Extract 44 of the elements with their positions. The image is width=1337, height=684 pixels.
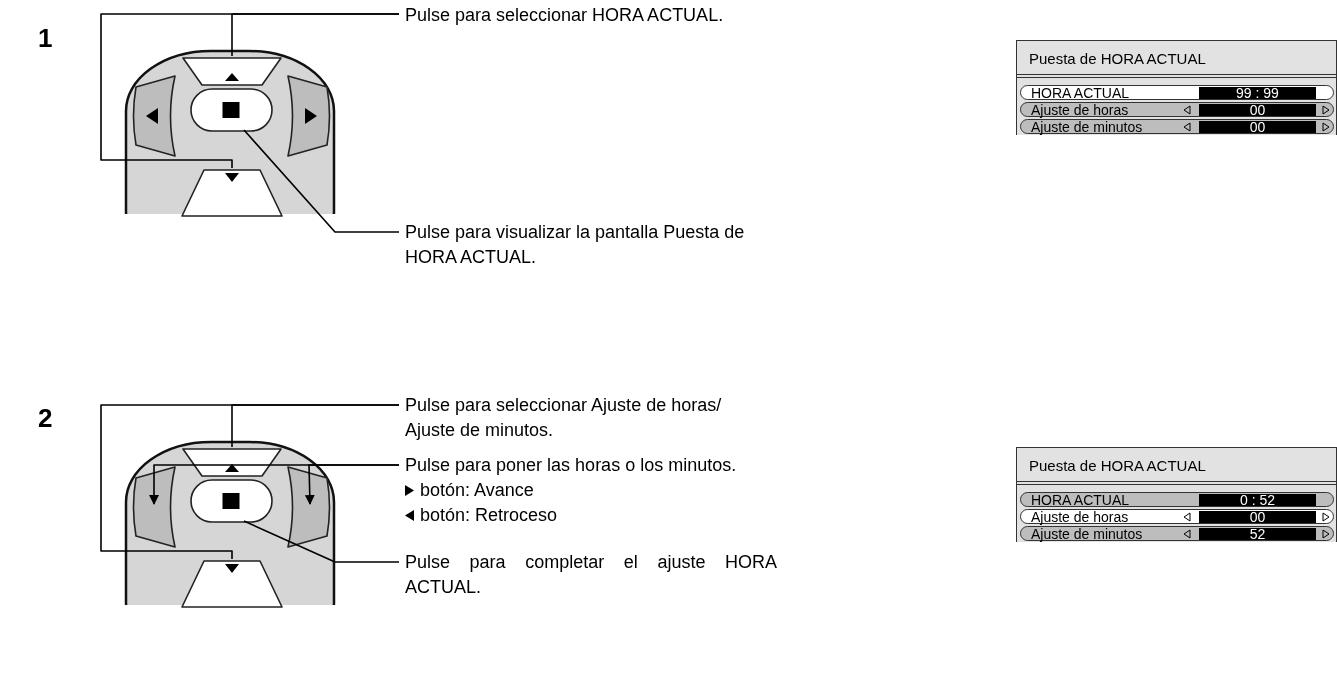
center-button xyxy=(190,88,273,132)
up-button xyxy=(180,56,284,86)
value-display: 99 : 99 xyxy=(1199,87,1316,99)
selected-menu-row xyxy=(1020,85,1334,100)
left-button xyxy=(130,464,178,549)
menu-row xyxy=(1020,492,1334,507)
leader-line xyxy=(243,520,400,563)
row-label: HORA ACTUAL xyxy=(1031,86,1130,100)
instruction-text: Pulse para seleccionar HORA ACTUAL. xyxy=(405,4,724,27)
value-display: 00 xyxy=(1199,121,1316,133)
row-label: Ajuste de horas xyxy=(1031,510,1129,524)
instruction-text: Pulse para poner las horas o los minutos. xyxy=(405,454,737,477)
center-button xyxy=(190,479,273,523)
row-label: Ajuste de minutos xyxy=(1031,120,1143,134)
menu-row xyxy=(1020,526,1334,541)
value-display: 00 xyxy=(1199,511,1316,523)
menu-row xyxy=(1020,119,1334,134)
menu-row xyxy=(1020,102,1334,117)
leader-arrow xyxy=(304,464,400,505)
step-number: 2 xyxy=(38,404,53,432)
leader-line xyxy=(100,404,400,560)
row-label: Ajuste de minutos xyxy=(1031,527,1143,541)
value-display: 00 xyxy=(1199,104,1316,116)
instruction-text: Pulse para seleccionar Ajuste de horas/ Ajuste de minutos. xyxy=(405,394,723,442)
instruction-text: botón: Avance xyxy=(420,479,534,502)
row-label: HORA ACTUAL xyxy=(1031,493,1130,507)
leader-line xyxy=(243,129,400,233)
up-button xyxy=(180,447,284,477)
menu-panel xyxy=(1016,447,1337,542)
step-number: 1 xyxy=(38,24,53,52)
instruction-text: Pulse para completar el ajuste HORA ACTUAL. xyxy=(405,551,777,599)
instruction-text: Pulse para visualizar la pantalla Puesta de HORA ACTUAL. xyxy=(405,221,746,269)
leader-line xyxy=(100,13,400,169)
right-button xyxy=(285,73,333,158)
selected-menu-row xyxy=(1020,509,1334,524)
value-display: 52 xyxy=(1199,528,1316,540)
row-label: Ajuste de horas xyxy=(1031,103,1129,117)
value-display: 0 : 52 xyxy=(1199,494,1316,506)
right-button xyxy=(285,464,333,549)
menu-title: Puesta de HORA ACTUAL xyxy=(1029,457,1206,475)
menu-title: Puesta de HORA ACTUAL xyxy=(1029,50,1206,68)
left-button xyxy=(130,73,178,158)
instruction-text: botón: Retroceso xyxy=(420,504,558,527)
menu-panel xyxy=(1016,40,1337,135)
